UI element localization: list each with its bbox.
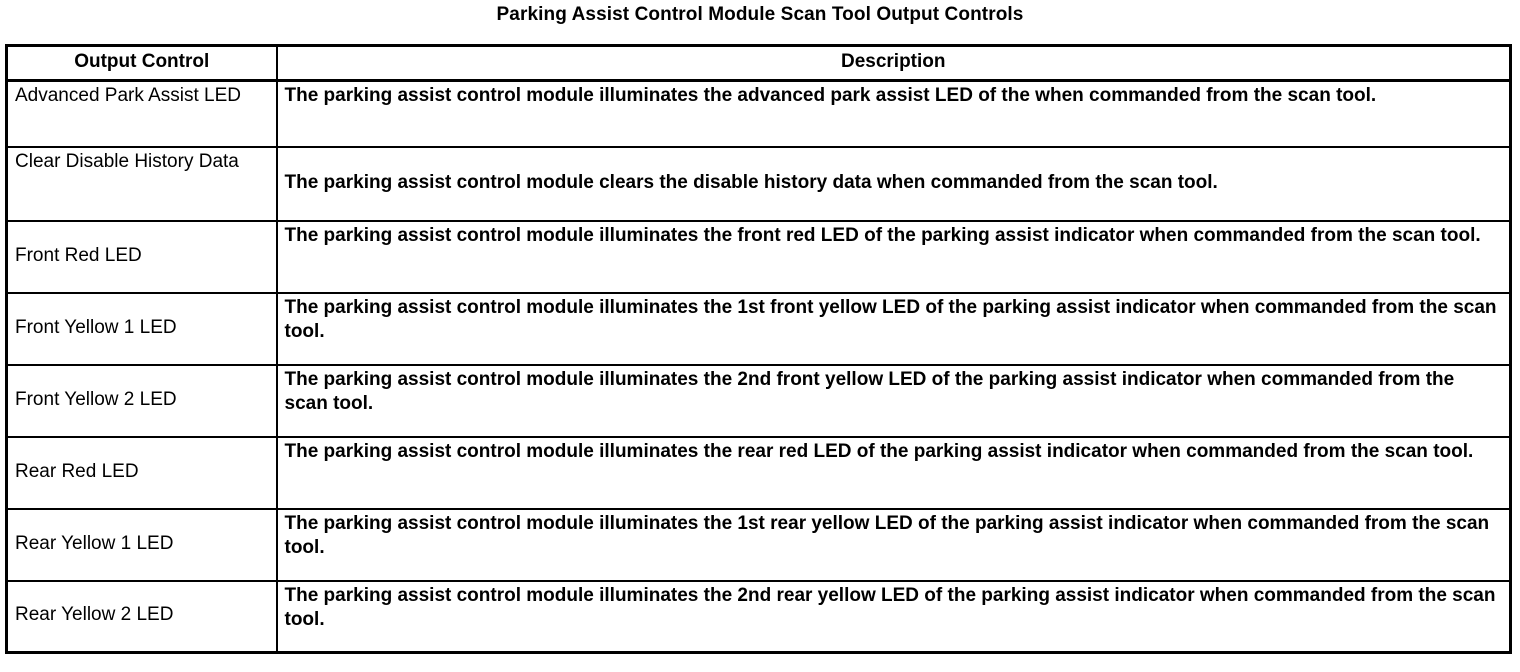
table-row: Advanced Park Assist LED The parking ass… (6, 80, 1511, 147)
cell-description: The parking assist control module illumi… (276, 219, 1511, 293)
cell-output-control: Clear Disable History Data (6, 145, 278, 221)
cell-output-control: Rear Yellow 1 LED (6, 507, 278, 581)
table-row: Clear Disable History Data The parking a… (6, 145, 1511, 221)
column-header-output-control: Output Control (6, 45, 278, 82)
page-title: Parking Assist Control Module Scan Tool … (496, 4, 1024, 25)
cell-description: The parking assist control module illumi… (284, 85, 1377, 106)
cell-description: The parking assist control module illumi… (276, 435, 1511, 509)
table-header: Output Control Description (6, 45, 1511, 82)
cell-output-control: Front Yellow 1 LED (6, 291, 278, 365)
column-header-description: Description (276, 45, 1511, 82)
cell-description: The parking assist control module illumi… (276, 507, 1511, 581)
table-body: Advanced Park Assist LED The parking ass… (6, 80, 1511, 653)
cell-description: The parking assist control module illumi… (276, 291, 1511, 365)
table-row: Front Yellow 2 LED The parking assist co… (6, 363, 1511, 437)
table-row: Front Yellow 1 LED The parking assist co… (6, 291, 1511, 365)
table-row: Rear Yellow 2 LED The parking assist con… (6, 579, 1511, 653)
table-header-row: Output Control Description (6, 45, 1511, 82)
output-controls-table-wrapper: Output Control Description Advanced Park… (5, 44, 1512, 654)
table-row: Front Red LED The parking assist control… (6, 219, 1511, 293)
cell-output-control: Rear Red LED (6, 435, 278, 509)
cell-description: The parking assist control module clears… (276, 145, 1511, 221)
cell-description: The parking assist control module illumi… (276, 363, 1511, 437)
cell-output-control: Front Red LED (6, 219, 278, 293)
table-row: Rear Red LED The parking assist control … (6, 435, 1511, 509)
cell-output-control: Front Yellow 2 LED (6, 363, 278, 437)
cell-description: The parking assist control module illumi… (276, 579, 1511, 653)
cell-output-control: Rear Yellow 2 LED (6, 579, 278, 653)
output-controls-table: Output Control Description Advanced Park… (5, 44, 1512, 654)
cell-output-control: Advanced Park Assist LED (6, 80, 278, 147)
table-row: Rear Yellow 1 LED The parking assist con… (6, 507, 1511, 581)
